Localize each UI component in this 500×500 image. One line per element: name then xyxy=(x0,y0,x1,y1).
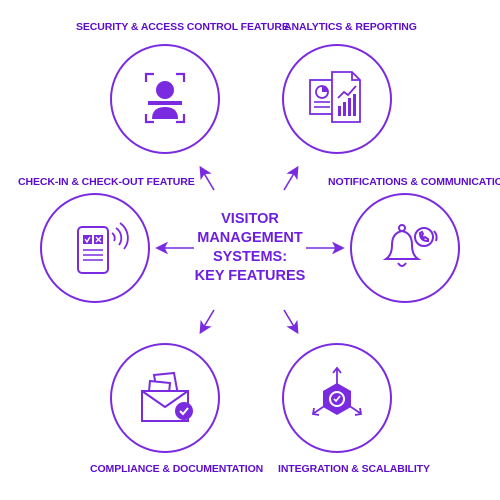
feature-circle-compliance xyxy=(110,343,220,453)
feature-circle-integration xyxy=(282,343,392,453)
face-scan-icon xyxy=(144,72,186,124)
gear-network-icon xyxy=(311,366,363,416)
feature-label-checkin: CHECK-IN & CHECK-OUT FEATURE xyxy=(18,176,195,188)
document-envelope-icon xyxy=(141,371,193,422)
feature-circle-checkin xyxy=(40,193,150,303)
feature-label-analytics: ANALYTICS & REPORTING xyxy=(284,21,417,33)
center-title-line: SYSTEMS: xyxy=(212,249,288,265)
mobile-checkin-icon xyxy=(77,222,129,274)
center-title-line: MANAGEMENT xyxy=(197,230,303,246)
report-chart-icon xyxy=(309,71,361,123)
feature-label-security: SECURITY & ACCESS CONTROL FEATURE xyxy=(76,21,289,33)
arrow-to-integration xyxy=(283,309,299,335)
feature-circle-analytics xyxy=(282,44,392,154)
center-title-line: KEY FEATURES xyxy=(194,268,306,284)
bell-phone-icon xyxy=(382,224,438,267)
arrow-to-analytics xyxy=(283,165,299,191)
arrow-to-compliance xyxy=(199,309,215,335)
feature-circle-security xyxy=(110,44,220,154)
center-title: VISITOR MANAGEMENT SYSTEMS: KEY FEATURES xyxy=(180,210,320,286)
arrow-to-security xyxy=(199,165,215,191)
feature-label-notifications: NOTIFICATIONS & COMMUNICATION xyxy=(328,176,500,188)
feature-label-compliance: COMPLIANCE & DOCUMENTATION xyxy=(90,463,264,475)
center-title-line: VISITOR xyxy=(221,211,279,227)
feature-circle-notifications xyxy=(350,193,460,303)
feature-label-integration: INTEGRATION & SCALABILITY xyxy=(278,463,430,475)
